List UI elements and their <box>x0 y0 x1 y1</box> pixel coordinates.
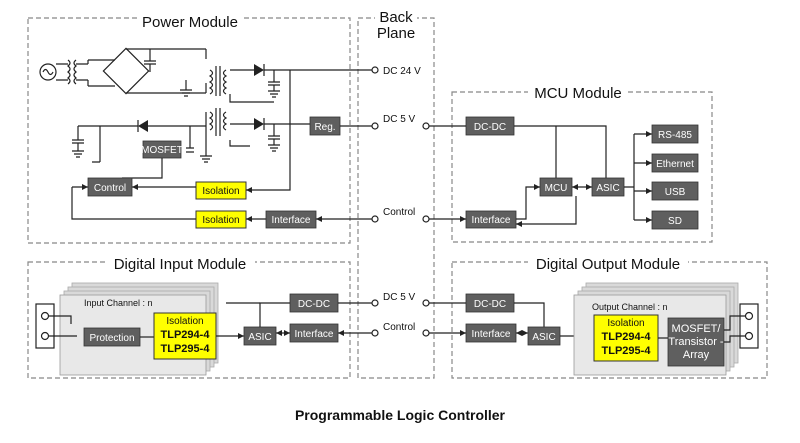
sd-label: SD <box>668 216 682 227</box>
control-bottom-terminal-right <box>422 329 430 337</box>
dc5-bottom-terminal-right <box>422 299 430 307</box>
backplane-title-line2: Plane <box>377 25 415 42</box>
input-part-1: TLP294-4 <box>161 329 211 341</box>
mcu-module-title: MCU Module <box>534 85 622 102</box>
digital-output-module-border <box>451 261 768 379</box>
output-dcdc-label: DC-DC <box>474 299 506 310</box>
control-bottom-terminal-left <box>371 329 379 337</box>
ground-icon <box>180 80 192 97</box>
isolation-label-2: Isolation <box>202 215 239 226</box>
mcu-interface-label: Interface <box>472 215 511 226</box>
dc5-top-label: DC 5 V <box>383 114 416 125</box>
main-transformer-secondary-icon <box>222 69 228 95</box>
mcu-dcdc-label: DC-DC <box>474 122 506 133</box>
dc24-terminal <box>371 66 379 74</box>
output-asic-label: ASIC <box>532 332 555 343</box>
usb-box <box>651 181 699 201</box>
reg-label: Reg. <box>314 122 335 133</box>
digital-input-module-title: Digital Input Module <box>114 256 247 273</box>
sine-wave-icon <box>42 68 54 76</box>
input-terminal-1 <box>40 311 50 321</box>
capacitor-icon <box>144 49 156 72</box>
output-mosfet-line2: Transistor - <box>668 336 724 348</box>
control-top-label: Control <box>383 207 415 218</box>
input-terminal-2 <box>40 331 50 341</box>
mcu-asic-label: ASIC <box>596 183 619 194</box>
input-isolation-box <box>153 312 217 360</box>
power-module-title: Power Module <box>142 14 238 31</box>
output-channel-label: Output Channel : n <box>592 302 668 312</box>
input-interface-label: Interface <box>295 329 334 340</box>
isolation-label-1: Isolation <box>202 186 239 197</box>
sd-box <box>651 210 699 230</box>
output-interface-label: Interface <box>472 329 511 340</box>
backplane-title-line1: Back <box>379 9 413 26</box>
rs485-box <box>651 124 699 144</box>
input-coil-icon <box>67 59 71 85</box>
output-mosfet-line3: Array <box>683 349 710 361</box>
ethernet-label: Ethernet <box>656 159 694 170</box>
output-terminal-1 <box>744 311 754 321</box>
usb-label: USB <box>665 187 686 198</box>
diagram-title: Programmable Logic Controller <box>295 407 506 423</box>
mcu-label: MCU <box>545 183 568 194</box>
bridge-rectifier-icon <box>102 47 150 95</box>
output-mosfet-line1: MOSFET/ <box>672 323 722 335</box>
control-top-terminal-right <box>422 215 430 223</box>
ethernet-box <box>651 153 699 173</box>
power-interface-label: Interface <box>272 215 311 226</box>
backplane-border <box>357 17 435 379</box>
input-terminal-block <box>35 303 55 349</box>
output-terminal-2 <box>744 331 754 341</box>
control-label: Control <box>94 183 126 194</box>
dc5-bottom-label: DC 5 V <box>383 292 416 303</box>
input-isolation-title: Isolation <box>166 316 203 327</box>
output-terminal-block <box>739 303 759 349</box>
input-asic-label: ASIC <box>248 332 271 343</box>
dc5-top-terminal-left <box>371 122 379 130</box>
mosfet-label: MOSFET <box>141 145 183 156</box>
power-module-border <box>27 17 351 244</box>
dc24-label: DC 24 V <box>383 66 421 77</box>
dc5-bottom-terminal-left <box>371 299 379 307</box>
input-dcdc-label: DC-DC <box>298 299 330 310</box>
input-channel-label: Input Channel : n <box>84 298 153 308</box>
diode-24v-icon <box>254 64 264 76</box>
dc5-top-terminal-right <box>422 122 430 130</box>
output-isolation-title: Isolation <box>607 318 644 329</box>
main-transformer-primary-icon <box>208 69 214 95</box>
digital-output-module-title: Digital Output Module <box>536 256 680 273</box>
input-part-2: TLP295-4 <box>161 343 211 355</box>
control-top-terminal-left <box>371 215 379 223</box>
control-bottom-label: Control <box>383 322 415 333</box>
output-part-2: TLP295-4 <box>602 345 652 357</box>
output-mosfet-array-box <box>667 317 725 367</box>
protection-label: Protection <box>89 333 134 344</box>
output-part-1: TLP294-4 <box>602 331 652 343</box>
diode-primary-icon <box>138 120 148 132</box>
diode-5v-icon <box>254 118 264 130</box>
rs485-label: RS-485 <box>658 130 692 141</box>
